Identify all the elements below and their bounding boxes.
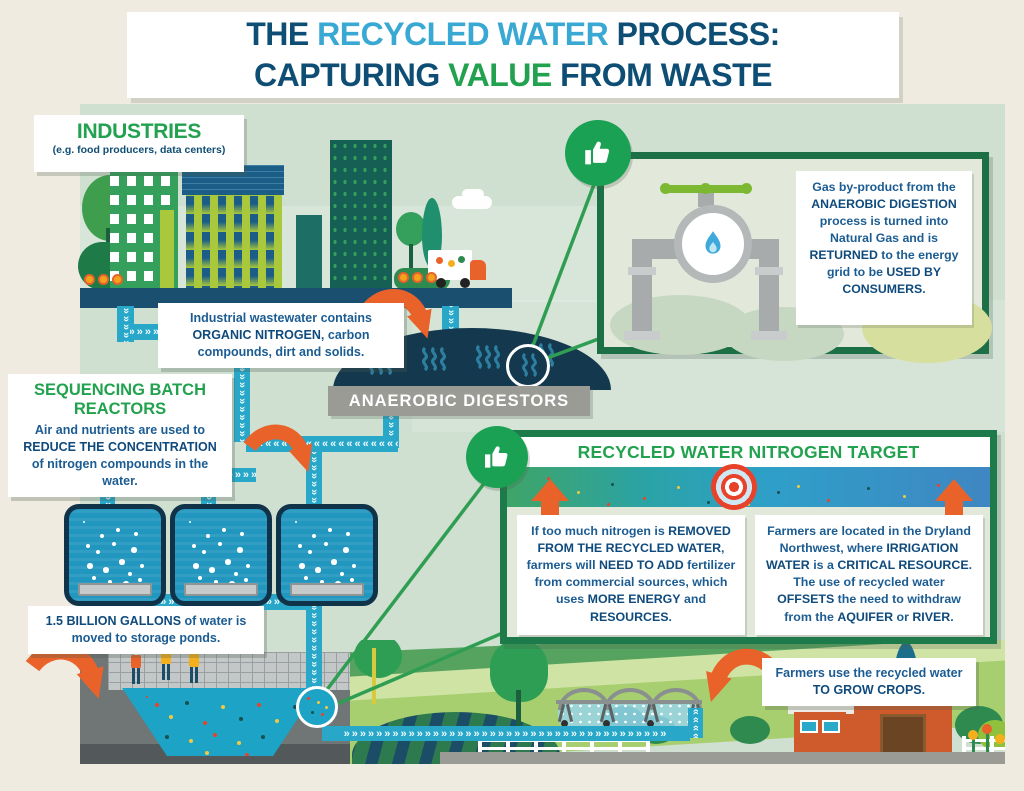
worker-figure xyxy=(130,648,142,688)
title-line-1: THE RECYCLED WATER PROCESS: xyxy=(246,16,780,53)
pipe-sprinkler-feed xyxy=(688,708,703,738)
sbr-tank-1 xyxy=(64,504,166,606)
gas-panel: Gas by-product from the ANAEROBIC DIGEST… xyxy=(597,152,992,363)
factory-building xyxy=(186,195,282,290)
flower-icon xyxy=(412,272,423,283)
diffuser xyxy=(184,583,258,596)
gas-flame-icon xyxy=(705,231,721,254)
nitrogen-gradient-bar xyxy=(507,464,990,510)
diffuser xyxy=(290,583,364,596)
building-strip xyxy=(160,210,174,290)
pipe-foot xyxy=(624,331,660,340)
gas-pipe-left xyxy=(632,247,652,337)
nitrogen-speckles xyxy=(547,477,550,480)
flower-stem xyxy=(986,732,989,752)
zoom-circle-icon xyxy=(506,344,550,388)
bubbles xyxy=(189,521,191,523)
bush-icon xyxy=(730,716,770,744)
cloud-icon xyxy=(452,196,492,209)
flow-arrow-icon xyxy=(243,424,313,473)
flower-icon xyxy=(982,724,992,734)
pipe-flange xyxy=(755,267,783,275)
gas-gauge xyxy=(674,205,752,283)
valve-knob xyxy=(741,183,752,194)
industries-subheading: (e.g. food producers, data centers) xyxy=(52,144,226,156)
pivot-wheel xyxy=(647,720,654,727)
pivot-wheel xyxy=(561,720,568,727)
truck-wheel xyxy=(460,278,470,288)
farm-ground xyxy=(440,752,1005,764)
truck-wheel xyxy=(436,278,446,288)
flower-icon xyxy=(398,272,409,283)
gas-note: Gas by-product from the ANAEROBIC DIGEST… xyxy=(796,171,972,325)
gallons-note: 1.5 BILLION GALLONS of water is moved to… xyxy=(28,606,264,654)
wastewater-note: Industrial wastewater contains ORGANIC N… xyxy=(158,303,404,368)
flower-icon xyxy=(98,274,109,285)
pond-speckles xyxy=(146,696,148,698)
valve-knob xyxy=(700,183,711,194)
gas-pipe-right xyxy=(759,247,779,337)
tree-trunk xyxy=(409,244,413,288)
sbr-tank-3 xyxy=(276,504,378,606)
bullseye-target-icon xyxy=(711,464,757,510)
pipe-to-pond xyxy=(306,594,322,696)
barn-wing xyxy=(794,712,846,758)
crops-note: Farmers use the recycled water TO GROW C… xyxy=(762,658,976,706)
thumbs-up-icon xyxy=(565,120,631,186)
industries-label-box: INDUSTRIES (e.g. food producers, data ce… xyxy=(34,115,244,172)
barn-window xyxy=(800,720,818,733)
flower-icon xyxy=(84,274,95,285)
thumbs-up-icon xyxy=(466,426,528,488)
sbr-tank-2 xyxy=(170,504,272,606)
nitrogen-left-note: If too much nitrogen is REMOVED FROM THE… xyxy=(517,515,745,635)
sbr-heading: SEQUENCING BATCH REACTORS xyxy=(33,381,207,418)
pivot-wheel xyxy=(603,720,610,727)
bubbles xyxy=(83,521,85,523)
digestors-label: ANAEROBIC DIGESTORS xyxy=(328,386,590,416)
zoom-circle-icon xyxy=(296,686,338,728)
flower-icon xyxy=(968,730,978,740)
sbr-body: Air and nutrients are used to REDUCE THE… xyxy=(23,422,217,488)
bubbles xyxy=(295,521,297,523)
tree-trunk xyxy=(516,690,521,732)
nitrogen-right-note: Farmers are located in the Dryland North… xyxy=(755,515,983,635)
barn-window xyxy=(822,720,840,733)
nitrogen-panel-title: RECYCLED WATER NITROGEN TARGET xyxy=(577,441,920,462)
sbr-note: SEQUENCING BATCH REACTORS Air and nutrie… xyxy=(8,374,232,497)
valve-stem xyxy=(698,191,714,207)
valve-knob xyxy=(660,183,671,194)
truck-cab xyxy=(470,260,486,280)
cloud-icon xyxy=(462,189,484,199)
building-teal xyxy=(296,215,322,290)
flower-icon xyxy=(995,734,1005,744)
pipe-foot xyxy=(751,331,787,340)
industries-heading: INDUSTRIES xyxy=(76,120,202,143)
skyscraper xyxy=(330,140,392,290)
nitrogen-target-panel: RECYCLED WATER NITROGEN TARGET If too mu… xyxy=(500,430,997,644)
diffuser xyxy=(78,583,152,596)
flower-icon xyxy=(112,274,123,285)
title-box: THE RECYCLED WATER PROCESS: CAPTURING VA… xyxy=(127,12,899,98)
digestors-label-text: ANAEROBIC DIGESTORS xyxy=(348,391,570,410)
pipe-flange xyxy=(628,267,656,275)
title-line-2: CAPTURING VALUE FROM WASTE xyxy=(254,57,772,93)
flower-icon xyxy=(426,272,437,283)
pipe-to-farm xyxy=(322,726,690,741)
tree-icon xyxy=(396,212,426,246)
pivot-bar xyxy=(556,700,702,704)
flower-stem xyxy=(972,738,975,754)
tree-trunk xyxy=(372,648,376,704)
nitrogen-panel-header: RECYCLED WATER NITROGEN TARGET xyxy=(507,437,990,467)
